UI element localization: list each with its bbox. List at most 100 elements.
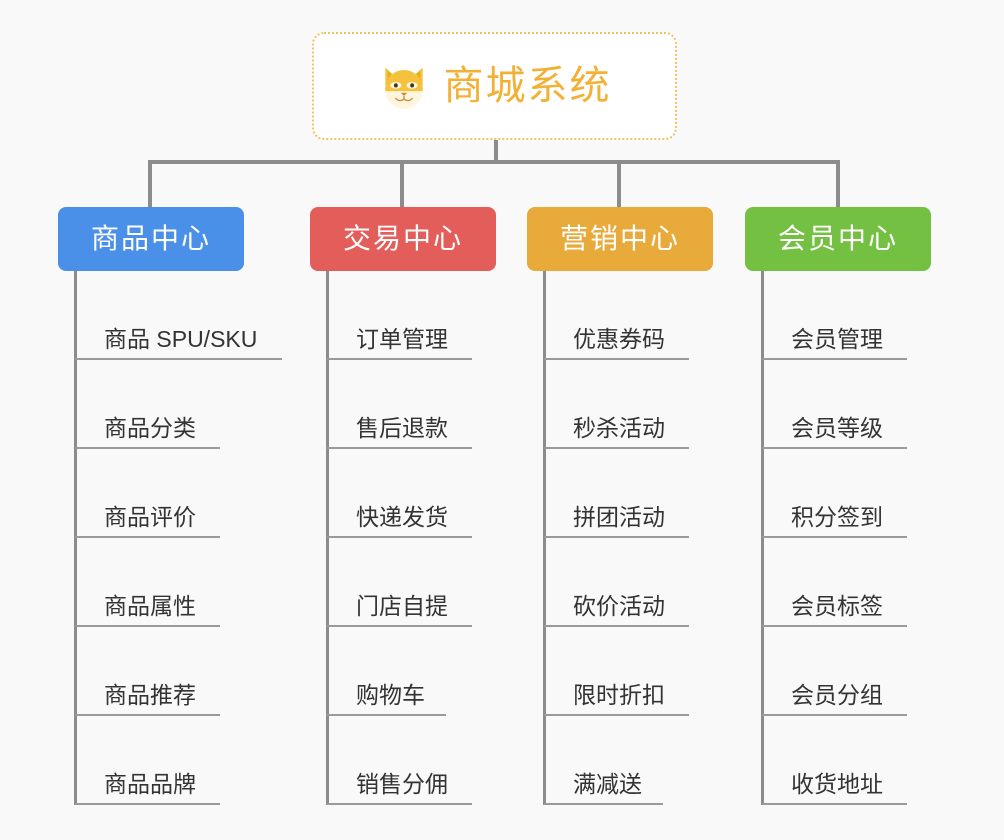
list-item[interactable]: 会员管理 bbox=[745, 271, 1004, 360]
leaf-list-3: 优惠券码 秒杀活动 拼团活动 砍价活动 限时折扣 满减送 bbox=[527, 271, 787, 805]
list-item[interactable]: 会员等级 bbox=[745, 360, 1004, 449]
leaf-underline bbox=[544, 536, 689, 538]
list-item[interactable]: 限时折扣 bbox=[527, 627, 787, 716]
leaf-label: 积分签到 bbox=[791, 504, 883, 530]
list-item[interactable]: 商品推荐 bbox=[58, 627, 358, 716]
leaf-label: 商品属性 bbox=[104, 593, 196, 619]
leaf-label: 收货地址 bbox=[791, 771, 883, 797]
leaf-underline bbox=[544, 625, 689, 627]
leaf-underline bbox=[327, 447, 472, 449]
list-item[interactable]: 砍价活动 bbox=[527, 538, 787, 627]
list-item[interactable]: 会员分组 bbox=[745, 627, 1004, 716]
leaf-underline bbox=[544, 803, 663, 805]
leaf-underline bbox=[327, 358, 472, 360]
leaf-underline bbox=[762, 625, 907, 627]
branch-spine-3 bbox=[543, 271, 546, 805]
shiba-dog-face-icon bbox=[378, 61, 430, 113]
leaf-label: 商品评价 bbox=[104, 504, 196, 530]
list-item[interactable]: 秒杀活动 bbox=[527, 360, 787, 449]
connector-drop-branch-3 bbox=[617, 160, 621, 208]
list-item[interactable]: 积分签到 bbox=[745, 449, 1004, 538]
leaf-label: 砍价活动 bbox=[573, 593, 665, 619]
connector-drop-branch-1 bbox=[148, 160, 152, 208]
leaf-underline bbox=[762, 803, 907, 805]
branch-spine-4 bbox=[761, 271, 764, 805]
branch-title-2: 交易中心 bbox=[342, 223, 463, 254]
leaf-label: 商品分类 bbox=[104, 415, 196, 441]
leaf-label: 会员分组 bbox=[791, 682, 883, 708]
leaf-underline bbox=[762, 358, 907, 360]
connector-drop-branch-2 bbox=[400, 160, 404, 208]
list-item[interactable]: 商品评价 bbox=[58, 449, 358, 538]
leaf-label: 商品推荐 bbox=[104, 682, 196, 708]
leaf-underline bbox=[544, 714, 689, 716]
leaf-label: 订单管理 bbox=[356, 326, 448, 352]
leaf-label: 快递发货 bbox=[356, 504, 448, 530]
leaf-label: 限时折扣 bbox=[573, 682, 665, 708]
list-item[interactable]: 拼团活动 bbox=[527, 449, 787, 538]
list-item[interactable]: 购物车 bbox=[310, 627, 570, 716]
connector-horizontal-bus bbox=[148, 160, 840, 164]
list-item[interactable]: 商品 SPU/SKU bbox=[58, 271, 358, 360]
leaf-underline bbox=[544, 447, 689, 449]
leaf-underline bbox=[75, 358, 282, 360]
branch-trade-center: 交易中心 订单管理 售后退款 快递发货 门店自提 购物车 bbox=[310, 207, 570, 805]
leaf-underline bbox=[327, 803, 472, 805]
leaf-underline bbox=[327, 625, 472, 627]
leaf-underline bbox=[762, 447, 907, 449]
leaf-label: 销售分佣 bbox=[356, 771, 448, 797]
leaf-label: 售后退款 bbox=[356, 415, 448, 441]
connector-drop-branch-4 bbox=[836, 160, 840, 208]
branch-title-1: 商品中心 bbox=[90, 223, 211, 254]
list-item[interactable]: 商品品牌 bbox=[58, 716, 358, 805]
list-item[interactable]: 商品属性 bbox=[58, 538, 358, 627]
branch-marketing-center: 营销中心 优惠券码 秒杀活动 拼团活动 砍价活动 限时折扣 bbox=[527, 207, 787, 805]
leaf-underline bbox=[327, 714, 446, 716]
leaf-underline bbox=[327, 536, 472, 538]
leaf-label: 会员管理 bbox=[791, 326, 883, 352]
leaf-list-1: 商品 SPU/SKU 商品分类 商品评价 商品属性 商品推荐 商品品牌 bbox=[58, 271, 358, 805]
leaf-label: 优惠券码 bbox=[573, 326, 665, 352]
leaf-list-4: 会员管理 会员等级 积分签到 会员标签 会员分组 收货地址 bbox=[745, 271, 1004, 805]
list-item[interactable]: 会员标签 bbox=[745, 538, 1004, 627]
leaf-underline bbox=[544, 358, 689, 360]
leaf-underline bbox=[75, 625, 220, 627]
branch-product-center: 商品中心 商品 SPU/SKU 商品分类 商品评价 商品属性 商品推荐 bbox=[58, 207, 358, 805]
leaf-label: 商品品牌 bbox=[104, 771, 196, 797]
list-item[interactable]: 商品分类 bbox=[58, 360, 358, 449]
leaf-label: 满减送 bbox=[573, 771, 642, 797]
list-item[interactable]: 售后退款 bbox=[310, 360, 570, 449]
connector-root-stem bbox=[494, 140, 498, 164]
leaf-underline bbox=[75, 447, 220, 449]
branch-spine-2 bbox=[326, 271, 329, 805]
list-item[interactable]: 快递发货 bbox=[310, 449, 570, 538]
leaf-label: 会员等级 bbox=[791, 415, 883, 441]
list-item[interactable]: 优惠券码 bbox=[527, 271, 787, 360]
root-node[interactable]: 商城系统 bbox=[312, 32, 677, 140]
leaf-label: 门店自提 bbox=[356, 593, 448, 619]
branch-header-3[interactable]: 营销中心 bbox=[527, 207, 713, 271]
leaf-underline bbox=[75, 536, 220, 538]
root-title: 商城系统 bbox=[443, 64, 612, 108]
list-item[interactable]: 满减送 bbox=[527, 716, 787, 805]
leaf-label: 会员标签 bbox=[791, 593, 883, 619]
branch-header-2[interactable]: 交易中心 bbox=[310, 207, 496, 271]
leaf-label: 拼团活动 bbox=[573, 504, 665, 530]
leaf-underline bbox=[762, 536, 907, 538]
list-item[interactable]: 销售分佣 bbox=[310, 716, 570, 805]
branch-title-3: 营销中心 bbox=[559, 223, 680, 254]
list-item[interactable]: 订单管理 bbox=[310, 271, 570, 360]
leaf-underline bbox=[75, 803, 220, 805]
leaf-underline bbox=[762, 714, 907, 716]
leaf-label: 商品 SPU/SKU bbox=[104, 326, 258, 352]
branch-member-center: 会员中心 会员管理 会员等级 积分签到 会员标签 会员分组 bbox=[745, 207, 1004, 805]
list-item[interactable]: 门店自提 bbox=[310, 538, 570, 627]
branch-header-1[interactable]: 商品中心 bbox=[58, 207, 244, 271]
branch-spine-1 bbox=[74, 271, 77, 805]
list-item[interactable]: 收货地址 bbox=[745, 716, 1004, 805]
branch-header-4[interactable]: 会员中心 bbox=[745, 207, 931, 271]
branch-title-4: 会员中心 bbox=[777, 223, 898, 254]
leaf-label: 秒杀活动 bbox=[573, 415, 665, 441]
leaf-label: 购物车 bbox=[356, 682, 425, 708]
